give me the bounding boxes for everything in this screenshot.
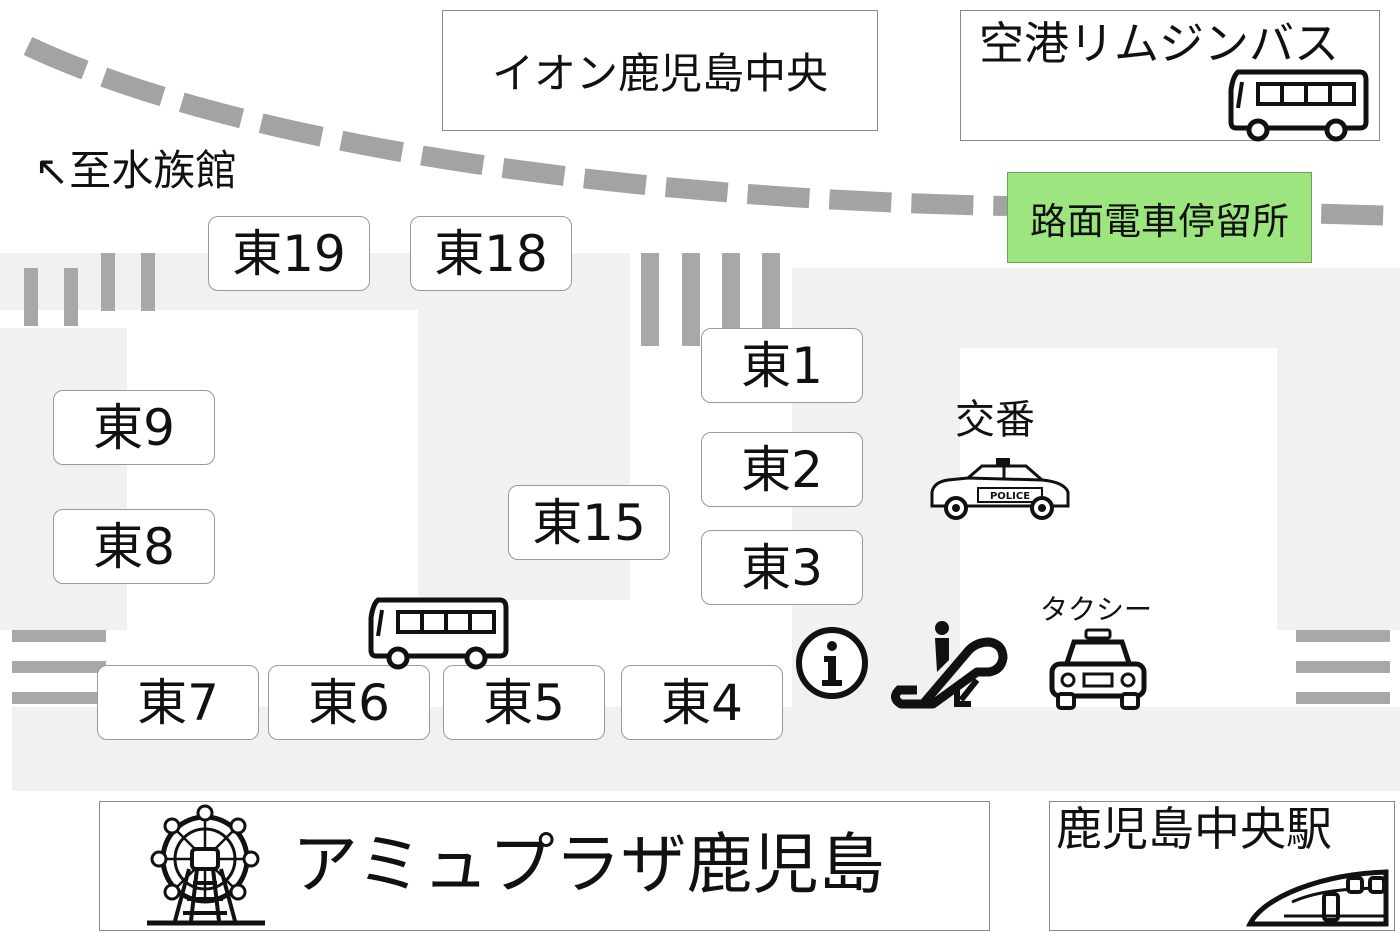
bus-stop-east-19[interactable]: 東19 [208,216,370,291]
ferris-wheel-icon [147,804,265,926]
police-car-text: POLICE [990,491,1030,502]
taxi-icon[interactable] [1048,628,1148,712]
direction-aquarium: ↖至水族館 [34,146,238,195]
road-far-east [1277,348,1400,630]
aeon-label: イオン鹿児島中央 [491,49,828,98]
aeon-kagoshima-chuo[interactable]: イオン鹿児島中央 [442,10,878,131]
bus-stop-east-9[interactable]: 東9 [53,390,215,465]
taxi-label: タクシー [1040,593,1153,626]
information-icon[interactable] [795,626,869,700]
bus-stop-east-5[interactable]: 東5 [443,665,605,740]
bus-icon [368,597,509,670]
station-label: 鹿児島中央駅 [1056,802,1332,856]
tram-stop[interactable]: 路面電車停留所 [1007,172,1312,263]
bus-stop-east-3[interactable]: 東3 [701,530,863,605]
bus-stop-east-7[interactable]: 東7 [97,665,259,740]
escalator-icon[interactable] [891,620,1009,710]
bus-stop-east-15[interactable]: 東15 [508,485,670,560]
amu-plaza-label: アミュプラザ鹿児島 [292,826,885,903]
police-box-label: 交番 [955,397,1035,443]
bus-stop-east-4[interactable]: 東4 [621,665,783,740]
bus-stop-east-1[interactable]: 東1 [701,328,863,403]
bus-stop-east-8[interactable]: 東8 [53,509,215,584]
bus-stop-east-6[interactable]: 東6 [268,665,430,740]
tram-stop-label: 路面電車停留所 [1030,199,1289,243]
bus-stop-east-18[interactable]: 東18 [410,216,572,291]
bus-icon [1228,69,1369,142]
train-icon [1245,869,1389,927]
police-car-icon[interactable]: POLICE [928,456,1072,522]
airport-bus-label: 空港リムジンバス [979,17,1340,70]
bus-stop-east-2[interactable]: 東2 [701,432,863,507]
